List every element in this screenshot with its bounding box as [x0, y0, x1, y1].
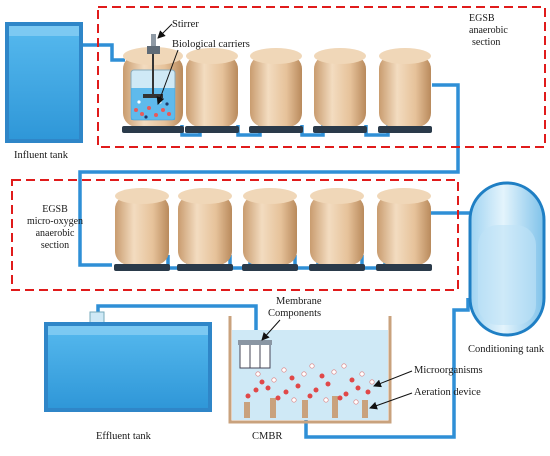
- membrane-components-label-line-2: Components: [268, 308, 321, 319]
- arrow-icon: [369, 392, 413, 410]
- pipe-influent-to-reactor: [82, 43, 125, 62]
- stirrer-icon: [143, 34, 163, 98]
- pipe-conditioning-to-cmbr: [304, 298, 470, 439]
- microorganism-clusters: [245, 363, 375, 405]
- effluent-tank-label: Effluent tank: [96, 431, 152, 442]
- membrane-module: [238, 340, 272, 369]
- influent-tank: [5, 22, 83, 143]
- reactor-top-5: [378, 48, 432, 133]
- arrow-icon: [373, 370, 413, 388]
- reactor-bottom-1: [114, 188, 170, 271]
- reactor-bottom-2: [177, 188, 233, 271]
- reactor-bottom-5: [376, 188, 432, 271]
- microorganisms-label: Microorganisms: [414, 365, 483, 376]
- reactor-top-4: [313, 48, 367, 133]
- conditioning-tank: [468, 181, 546, 337]
- pipe-top-to-bottom-row: [78, 83, 460, 267]
- egsb-anaerobic-label-line-2: anaerobic: [469, 25, 508, 36]
- egsb-micro-oxygen-label-line-1: EGSB: [42, 204, 68, 215]
- egsb-anaerobic-label-line-3: section: [472, 37, 500, 48]
- influent-tank-label: Influent tank: [14, 150, 69, 161]
- aeration-device-label: Aeration device: [414, 387, 481, 398]
- cmbr-tank: [228, 316, 392, 424]
- reactor-bottom-4: [309, 188, 365, 271]
- stirrer-label: Stirrer: [172, 19, 199, 30]
- aeration-diffusers: [244, 396, 368, 418]
- egsb-micro-oxygen-label-line-4: section: [41, 240, 69, 251]
- effluent-tank: [44, 311, 212, 412]
- biological-carriers-label: Biological carriers: [172, 39, 250, 50]
- arrow-icon: [157, 23, 173, 39]
- egsb-micro-oxygen-label-line-3: anaerobic: [36, 228, 75, 239]
- arrow-icon: [156, 49, 179, 105]
- cmbr-label: CMBR: [252, 431, 282, 442]
- egsb-anaerobic-label-line-1: EGSB: [469, 13, 495, 24]
- arrow-icon: [261, 319, 281, 341]
- conditioning-tank-label: Conditioning tank: [468, 344, 545, 355]
- reactor-top-2: [185, 48, 239, 133]
- egsb-micro-oxygen-label-line-2: micro-oxygen: [27, 216, 83, 227]
- reactor-bottom-3: [242, 188, 298, 271]
- egsb-micro-oxygen-section-box: [11, 179, 459, 291]
- reactor-top-3: [249, 48, 303, 133]
- membrane-components-label-line-1: Membrane: [276, 296, 322, 307]
